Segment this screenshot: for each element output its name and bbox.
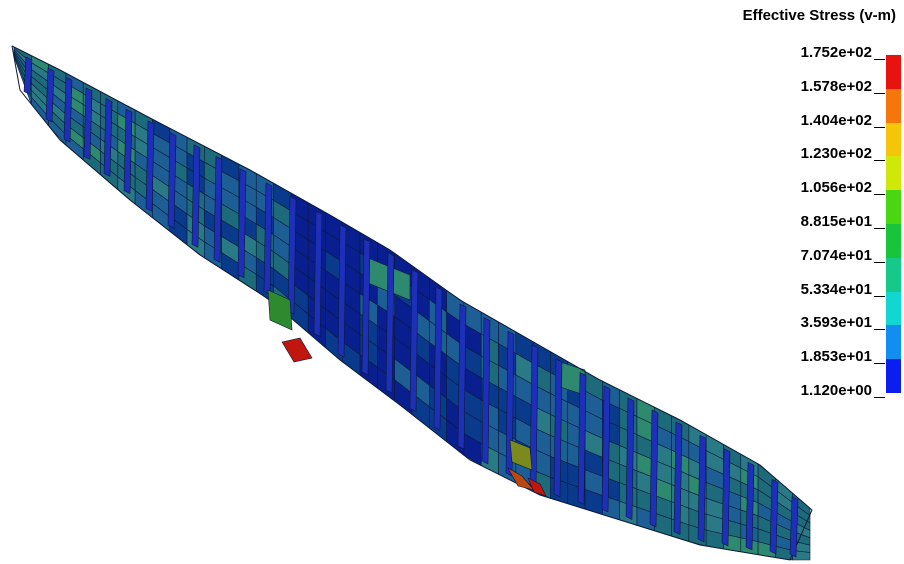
legend-color-swatch: [886, 291, 901, 326]
stiffener-rib: [313, 210, 323, 337]
stiffener-rib: [237, 168, 247, 279]
stiffener-rib: [191, 144, 201, 248]
stiffener-rib: [361, 238, 371, 376]
stiffener-rib: [287, 196, 297, 315]
stiffener-rib: [601, 385, 611, 513]
legend-color-swatch: [886, 190, 901, 225]
mesh-element: [792, 550, 811, 561]
stiffener-rib: [481, 317, 491, 465]
stiffener-rib: [103, 98, 113, 177]
legend-color-swatch: [886, 88, 901, 124]
stiffener-rib: [385, 252, 395, 394]
legend-color-swatch: [886, 122, 901, 157]
legend-color-swatch: [886, 359, 901, 394]
stiffener-rib: [505, 330, 515, 477]
stiffener-rib: [649, 409, 659, 528]
stiffener-rib: [457, 303, 467, 450]
legend-tick: [874, 397, 885, 398]
stiffener-rib: [23, 56, 33, 95]
stiffener-rib: [697, 434, 707, 543]
stiffener-rib: [673, 421, 683, 535]
stiffener-rib: [167, 131, 177, 229]
legend-tick: [874, 329, 885, 331]
stiffener-rib: [45, 67, 55, 123]
legend-level-label: 1.404e+02: [800, 111, 872, 129]
stiffener-rib: [123, 108, 133, 195]
wing-stiffeners: [23, 56, 799, 558]
legend-level-label: 1.752e+02: [800, 44, 872, 61]
stiffener-rib: [433, 286, 443, 431]
stiffener-rib: [625, 397, 635, 520]
legend-level-label: 8.815e+01: [800, 213, 872, 230]
stiffener-rib: [145, 120, 155, 212]
stiffener-rib: [553, 358, 563, 498]
stiffener-rib: [745, 461, 755, 551]
legend-level-label: 7.074e+01: [800, 246, 872, 264]
legend-color-swatch: [886, 55, 901, 90]
stiffener-rib: [721, 448, 731, 547]
stiffener-rib: [789, 496, 799, 558]
legend-tick: [874, 228, 885, 229]
stiffener-rib: [83, 87, 93, 160]
legend-tick: [874, 126, 885, 128]
stress-hotspot: [509, 439, 533, 471]
stiffener-rib: [213, 155, 223, 263]
legend-color-swatch: [886, 224, 901, 259]
stress-hotspot: [281, 337, 313, 363]
legend-level-label: 1.578e+02: [800, 77, 872, 95]
legend-title: Effective Stress (v-m): [742, 7, 896, 24]
legend-level-label: 3.593e+01: [800, 314, 872, 332]
stress-hotspots: [267, 289, 547, 497]
legend-level-label: 1.853e+01: [800, 348, 872, 366]
legend-level-label: 1.056e+02: [800, 179, 872, 197]
legend-color-swatch: [886, 325, 901, 360]
legend-level-label: 1.230e+02: [800, 145, 872, 163]
stiffener-rib: [577, 372, 587, 505]
stiffener-rib: [769, 478, 779, 555]
legend-tick: [874, 363, 885, 365]
legend-tick: [874, 160, 885, 162]
stiffener-rib: [409, 269, 419, 412]
legend-tick: [874, 261, 885, 263]
legend-color-swatch: [886, 257, 901, 293]
legend-tick: [874, 92, 885, 94]
stress-hotspot: [527, 477, 547, 497]
legend-tick: [874, 295, 885, 297]
legend-color-swatch: [886, 156, 901, 191]
stiffener-rib: [63, 76, 73, 143]
legend-tick: [874, 59, 885, 60]
legend-level-label: 5.334e+01: [800, 280, 872, 298]
stiffener-rib: [337, 224, 347, 358]
legend-tick: [874, 194, 885, 196]
stress-hotspot: [267, 289, 293, 331]
wing-outline: [11, 45, 813, 561]
legend-level-label: 1.120e+00: [800, 382, 872, 399]
stress-color-legend: 1.752e+02 1.578e+02 1.404e+02 1.230e+02 1.05…: [760, 40, 904, 410]
